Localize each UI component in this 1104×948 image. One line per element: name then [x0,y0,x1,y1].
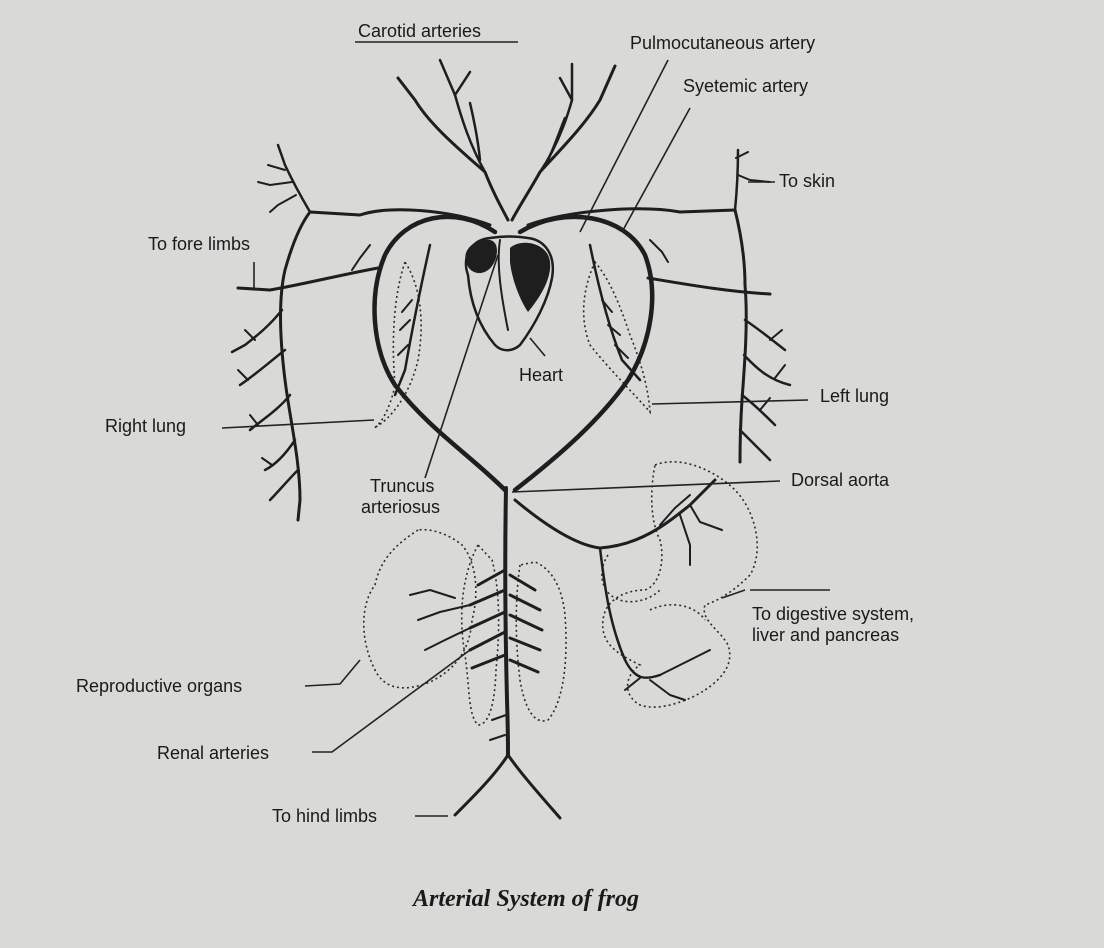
label-digestive-line1: To digestive system, [752,604,914,624]
label-renal-arteries: Renal arteries [157,743,269,763]
label-systemic-artery: Syetemic artery [683,76,808,96]
leader-lines [221,41,830,817]
label-reproductive-organs: Reproductive organs [76,676,242,696]
coeliaco-mesenteric-artery [513,478,723,701]
pulmocutaneous-branches [308,207,737,397]
digestive-system-outline [601,461,758,708]
systemic-arches [372,214,655,493]
label-right-lung: Right lung [105,416,186,436]
right-limb-vessels [230,143,380,522]
heart [464,235,555,352]
label-carotid-arteries: Carotid arteries [358,21,481,41]
carotid-arteries [396,58,617,222]
kidney-outline [460,543,567,726]
label-to-skin: To skin [779,171,835,191]
label-pulmocutaneous-artery: Pulmocutaneous artery [630,33,815,53]
label-to-hind-limbs: To hind limbs [272,806,377,826]
reproductive-organs-outline [362,528,477,689]
figure-caption: Arterial System of frog [411,886,639,912]
label-heart: Heart [519,365,563,385]
label-left-lung: Left lung [820,386,889,406]
left-lung-outline [582,260,651,415]
renal-arteries [409,568,544,741]
right-lung-outline [373,260,422,429]
label-dorsal-aorta: Dorsal aorta [791,470,890,490]
label-truncus-line1: Truncus [370,476,434,496]
left-limb-vessels [646,148,792,464]
label-digestive-line2: liver and pancreas [752,625,899,645]
label-truncus-line2: arteriosus [361,497,440,517]
dorsal-aorta [453,486,562,820]
label-to-fore-limbs: To fore limbs [148,234,250,254]
